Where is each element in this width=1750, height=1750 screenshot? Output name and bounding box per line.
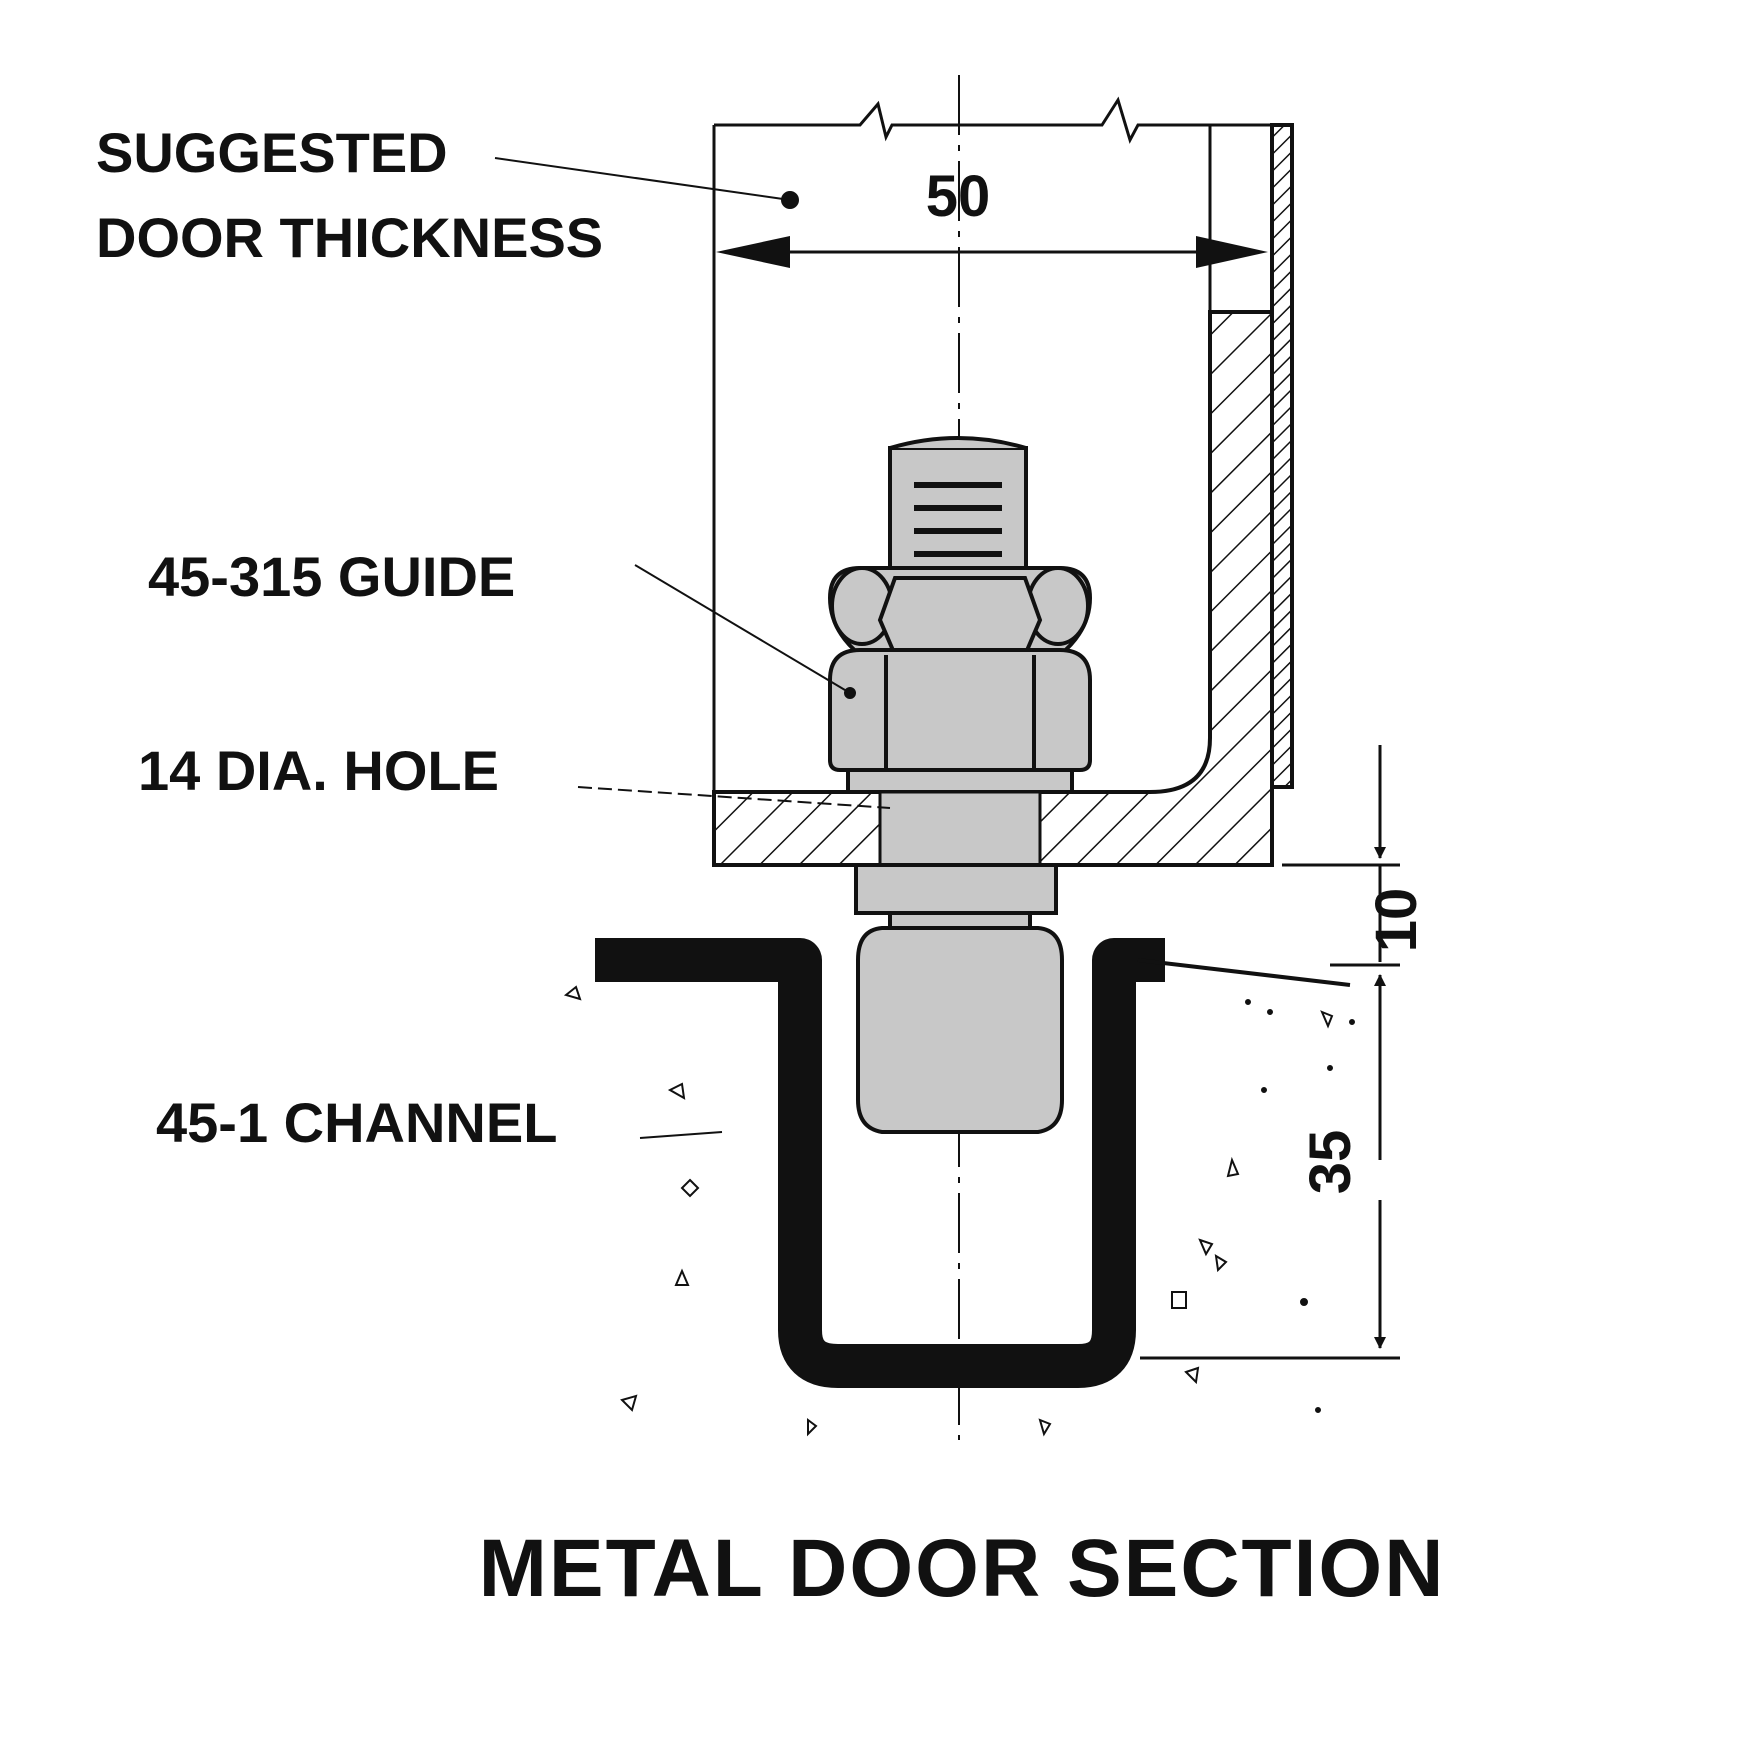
label-guide: 45-315 GUIDE bbox=[148, 545, 515, 608]
diagram-title: METAL DOOR SECTION bbox=[479, 1523, 1446, 1614]
label-hole: 14 DIA. HOLE bbox=[138, 739, 499, 802]
dimension-channel-depth-value: 35 bbox=[1298, 1130, 1363, 1195]
channel-45-1 bbox=[595, 938, 1351, 1388]
label-door-thickness: DOOR THICKNESS bbox=[96, 206, 603, 269]
dimension-door-width-value: 50 bbox=[926, 164, 991, 229]
door-skin bbox=[1270, 123, 1294, 789]
dimension-gap: 10 bbox=[1282, 745, 1429, 962]
leader-lines bbox=[494, 157, 891, 1139]
dimension-gap-value: 10 bbox=[1364, 888, 1429, 953]
label-channel: 45-1 CHANNEL bbox=[156, 1091, 557, 1154]
concrete-fill bbox=[563, 985, 1355, 1437]
label-suggested: SUGGESTED bbox=[96, 121, 448, 184]
dimension-door-width: 50 bbox=[716, 164, 1268, 268]
door-frame-section bbox=[712, 310, 1274, 867]
guide-assembly bbox=[827, 436, 1093, 1134]
dimension-channel-depth: 35 bbox=[1140, 963, 1400, 1360]
